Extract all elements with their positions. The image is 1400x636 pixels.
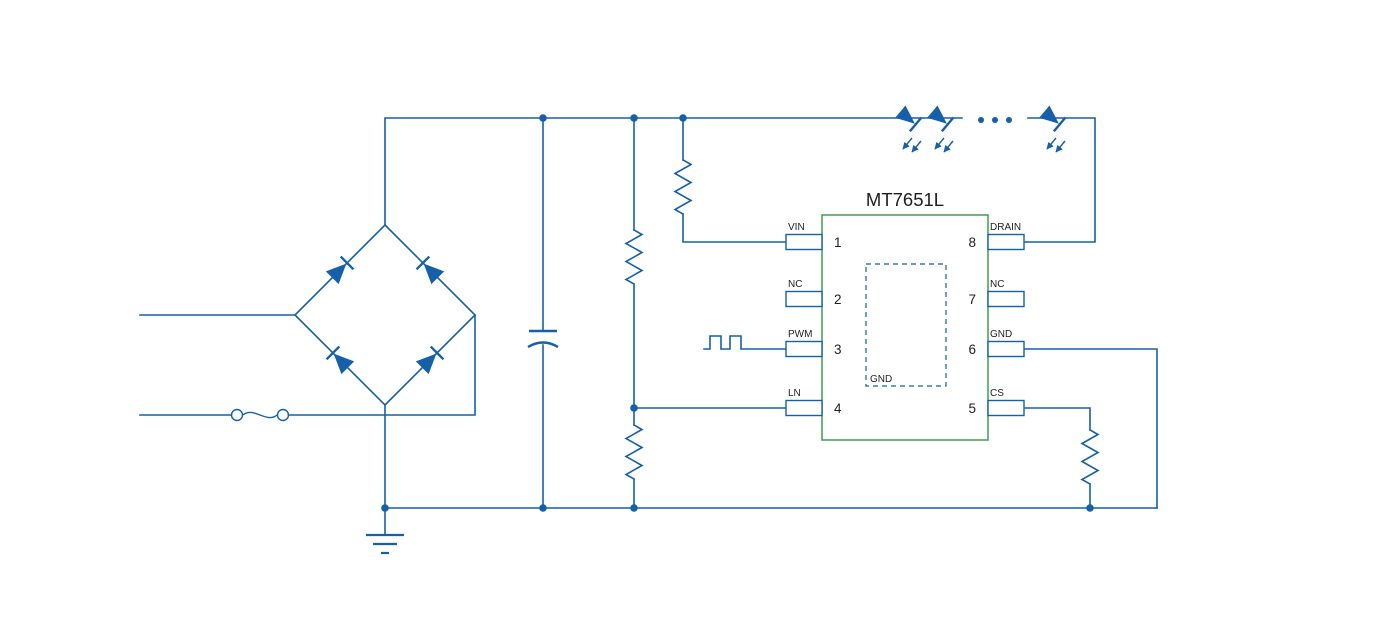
led-light-arrow xyxy=(911,140,922,153)
fuse-element xyxy=(242,411,278,419)
pin-box-1-vin xyxy=(785,233,823,251)
pin-box-3-pwm xyxy=(785,340,823,358)
bridge-diode-bottom-right xyxy=(415,345,445,375)
pwm-waveform xyxy=(703,335,788,350)
led-n xyxy=(1039,105,1067,153)
pin-label-pwm: PWM xyxy=(788,329,812,340)
pin-label-ln: LN xyxy=(788,388,801,399)
ground-symbol xyxy=(366,533,404,555)
bridge-diode-bottom-left xyxy=(325,345,355,375)
pin-box-4-ln xyxy=(785,399,823,417)
pin-label-cs: CS xyxy=(990,388,1004,399)
drain-pin-wire xyxy=(1023,117,1096,243)
pin-number-3: 3 xyxy=(834,342,842,357)
ic-mt7651l: MT7651L GND VIN NC PWM LN DRAIN NC GND C… xyxy=(785,189,1025,441)
fuse-terminal-right xyxy=(276,408,290,422)
resistor-lower xyxy=(624,423,644,481)
ic-body xyxy=(821,214,989,441)
pin-number-8: 8 xyxy=(968,235,976,250)
led-light-arrow xyxy=(934,137,945,150)
bridge-diamond xyxy=(293,223,477,407)
pin-number-6: 6 xyxy=(968,342,976,357)
led-light-arrow xyxy=(902,137,913,150)
pin-box-5-cs xyxy=(987,399,1025,417)
pin-label-gnd: GND xyxy=(990,329,1012,340)
pin-box-7-nc xyxy=(987,290,1025,308)
led-string xyxy=(895,105,1096,243)
junction-dot xyxy=(630,114,638,122)
pin-box-2-nc xyxy=(785,290,823,308)
junction-dot xyxy=(630,404,638,412)
pin-label-nc-7: NC xyxy=(990,279,1004,290)
resistor-divider-branch xyxy=(624,117,644,509)
led-light-arrow xyxy=(943,140,954,153)
pin-number-5: 5 xyxy=(968,401,976,416)
pin-number-4: 4 xyxy=(834,401,842,416)
pin-box-6-gnd xyxy=(987,340,1025,358)
led-light-arrow xyxy=(1046,137,1057,150)
ac-line-2-right xyxy=(287,314,476,416)
pin-label-nc-2: NC xyxy=(788,279,802,290)
bridge-diode-top-left xyxy=(325,255,355,285)
gnd-pin-wire xyxy=(1023,348,1158,509)
junction-dot xyxy=(539,504,547,512)
ic-title: MT7651L xyxy=(866,189,944,210)
positive-rail xyxy=(384,117,963,226)
resistor-vin xyxy=(673,158,693,216)
fuse-terminal-left xyxy=(230,408,244,422)
junction-dot xyxy=(630,504,638,512)
ic-internal-gnd-region xyxy=(865,263,947,387)
led-light-arrow xyxy=(1055,140,1066,153)
vin-resistor-branch xyxy=(673,117,787,243)
ic-internal-gnd-label: GND xyxy=(870,374,892,385)
junction-dot xyxy=(539,114,547,122)
bridge-rectifier xyxy=(293,223,477,407)
led-ellipsis xyxy=(978,117,1012,123)
bridge-diode-top-right xyxy=(415,255,445,285)
junction-dots xyxy=(381,114,1094,512)
pin-number-1: 1 xyxy=(834,235,842,250)
junction-dot xyxy=(679,114,687,122)
led-2 xyxy=(927,105,955,153)
pin-number-2: 2 xyxy=(834,292,842,307)
resistor-upper xyxy=(624,228,644,286)
resistor-cs xyxy=(1080,428,1100,486)
junction-dot xyxy=(1086,504,1094,512)
junction-dot xyxy=(381,504,389,512)
smoothing-capacitor xyxy=(527,117,559,509)
led-1 xyxy=(895,105,923,153)
capacitor-plate-bottom xyxy=(527,341,559,349)
pin-label-drain: DRAIN xyxy=(990,222,1021,233)
pin-number-7: 7 xyxy=(968,292,976,307)
fuse xyxy=(230,408,290,422)
pin-label-vin: VIN xyxy=(788,222,805,233)
pin-box-8-drain xyxy=(987,233,1025,251)
cs-resistor-branch xyxy=(1023,407,1100,509)
